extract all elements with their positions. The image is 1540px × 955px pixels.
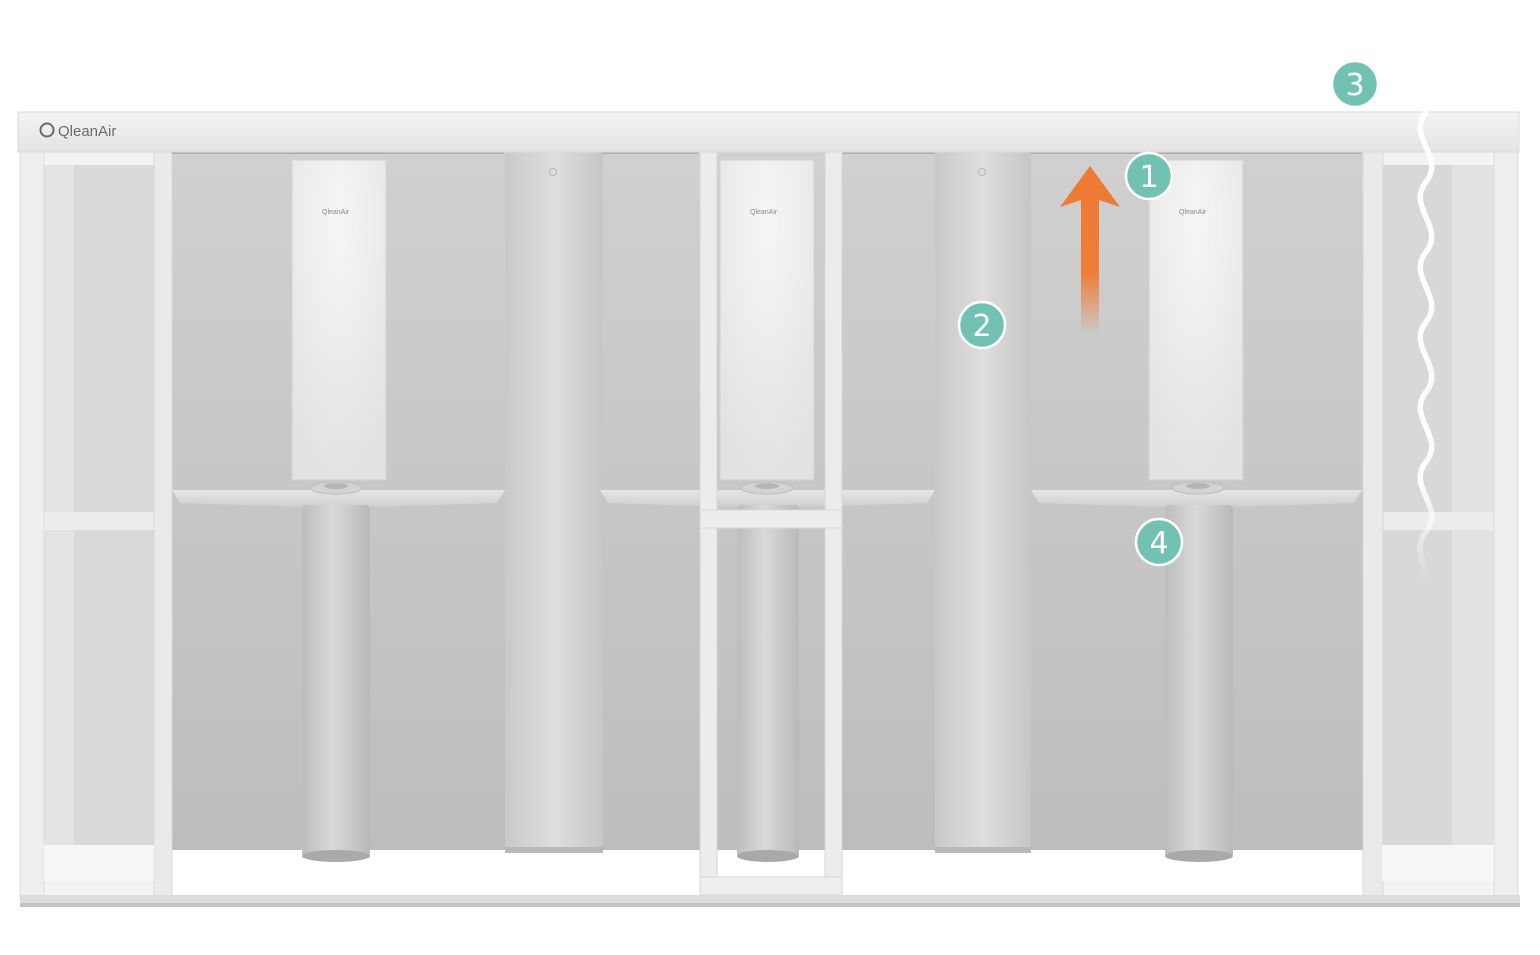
airflow-up-arrow — [1060, 166, 1120, 335]
ash-table — [1031, 490, 1362, 507]
filter-panel — [291, 159, 387, 481]
left-frame-post — [19, 149, 45, 899]
marker-4: 4 — [1134, 517, 1184, 567]
ash-table — [172, 490, 505, 507]
marker-1: 1 — [1124, 151, 1174, 201]
brand-name: QleanAir — [58, 123, 116, 140]
airflow-wave — [1417, 109, 1435, 585]
smoking-station-2: QleanAir — [600, 159, 935, 862]
marker-1-label: 1 — [1139, 160, 1158, 195]
marker-3: 3 — [1330, 59, 1380, 109]
marker-3-label: 3 — [1345, 68, 1364, 103]
cabin-roof — [17, 111, 1520, 153]
filter-panel — [1148, 159, 1244, 481]
filter-panel — [719, 159, 815, 481]
logo-mark-icon — [39, 122, 55, 138]
right-frame-post — [1493, 149, 1519, 899]
table-pole — [737, 505, 799, 857]
panel-logo: QleanAir — [322, 209, 350, 216]
table-pole — [1165, 505, 1233, 857]
marker-2: 2 — [957, 300, 1007, 350]
panel-logo: QleanAir — [750, 209, 778, 216]
ash-table — [600, 490, 935, 507]
door-frame — [699, 149, 843, 896]
divider-pillar-1 — [505, 150, 603, 852]
smoking-station-1: QleanAir — [172, 159, 505, 862]
marker-2-label: 2 — [972, 309, 991, 344]
qleanair-logo: QleanAir — [39, 122, 116, 140]
divider-pillar-2 — [935, 150, 1031, 852]
marker-4-label: 4 — [1149, 526, 1168, 561]
panel-logo: QleanAir — [1179, 209, 1207, 216]
table-pole — [302, 505, 370, 857]
smoking-station-3: QleanAir — [1031, 159, 1362, 862]
